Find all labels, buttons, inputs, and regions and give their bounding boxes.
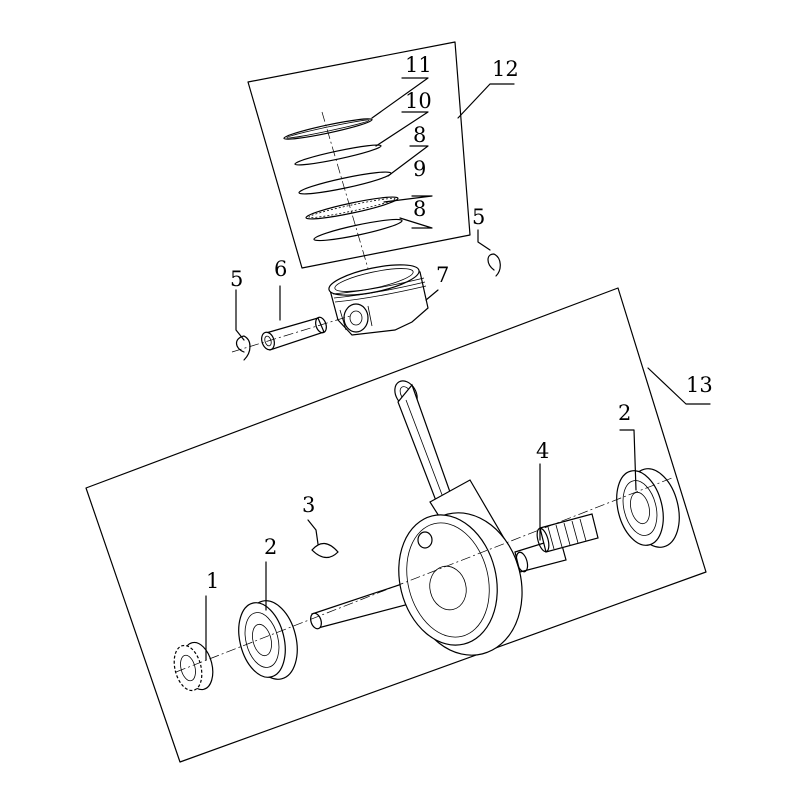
circlip-right xyxy=(487,253,501,277)
crankshaft-axis xyxy=(175,477,673,673)
piston-ring-10 xyxy=(294,144,382,166)
callout-8-lower: 8 xyxy=(413,197,426,221)
callout-10: 10 xyxy=(405,89,432,113)
leader-lines xyxy=(205,77,711,661)
piston xyxy=(328,264,429,336)
woodruff-key xyxy=(311,542,339,559)
callout-4: 4 xyxy=(536,439,549,463)
callout-2-right: 2 xyxy=(618,401,631,425)
piston-ring-8-upper xyxy=(298,171,392,195)
bearing-left xyxy=(238,600,298,680)
callout-9: 9 xyxy=(413,157,426,181)
callout-12: 12 xyxy=(492,57,519,81)
ring-center-axis xyxy=(321,111,373,283)
callout-11: 11 xyxy=(405,53,432,77)
circlip-left xyxy=(235,335,251,361)
callout-7: 7 xyxy=(436,263,449,287)
needle-bearing xyxy=(173,641,214,692)
bearing-right xyxy=(616,468,680,548)
callout-8-upper: 8 xyxy=(413,123,426,147)
callout-1: 1 xyxy=(206,569,219,593)
piston-ring-11 xyxy=(283,118,373,140)
callout-5-right: 5 xyxy=(472,205,485,229)
piston-ring-8-lower xyxy=(313,218,403,242)
piston-ring-9 xyxy=(305,196,399,220)
crankshaft xyxy=(310,512,599,656)
pin-axis xyxy=(231,315,351,353)
callout-2-left: 2 xyxy=(264,535,277,559)
callout-13: 13 xyxy=(686,373,713,397)
piston-group-frame xyxy=(247,41,471,269)
crankshaft-group-frame xyxy=(85,287,707,763)
callout-3: 3 xyxy=(302,493,315,517)
callout-6: 6 xyxy=(274,257,287,281)
piston-pin xyxy=(261,316,327,351)
callout-5-left: 5 xyxy=(230,267,243,291)
